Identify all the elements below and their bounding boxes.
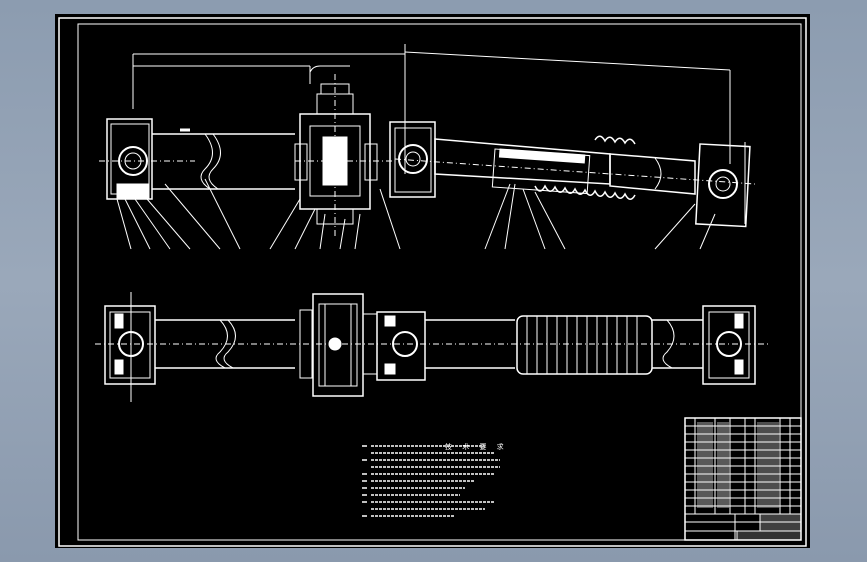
inner-frame	[77, 23, 802, 541]
drive-shaft-assembly-drawing	[58, 17, 807, 547]
bellows-boot-lower	[516, 315, 653, 375]
title-block	[684, 417, 802, 541]
lower-exterior-view	[95, 292, 770, 402]
upper-sectional-view	[99, 44, 756, 250]
cad-drawing-viewport[interactable]: 技 术 要 求	[55, 14, 810, 548]
part-leader-lines	[116, 178, 716, 250]
technical-requirements-lines	[362, 445, 500, 517]
technical-requirements-title: 技 术 要 求	[445, 443, 508, 451]
bellows-boot-upper	[534, 135, 636, 200]
outer-frame	[58, 17, 807, 547]
